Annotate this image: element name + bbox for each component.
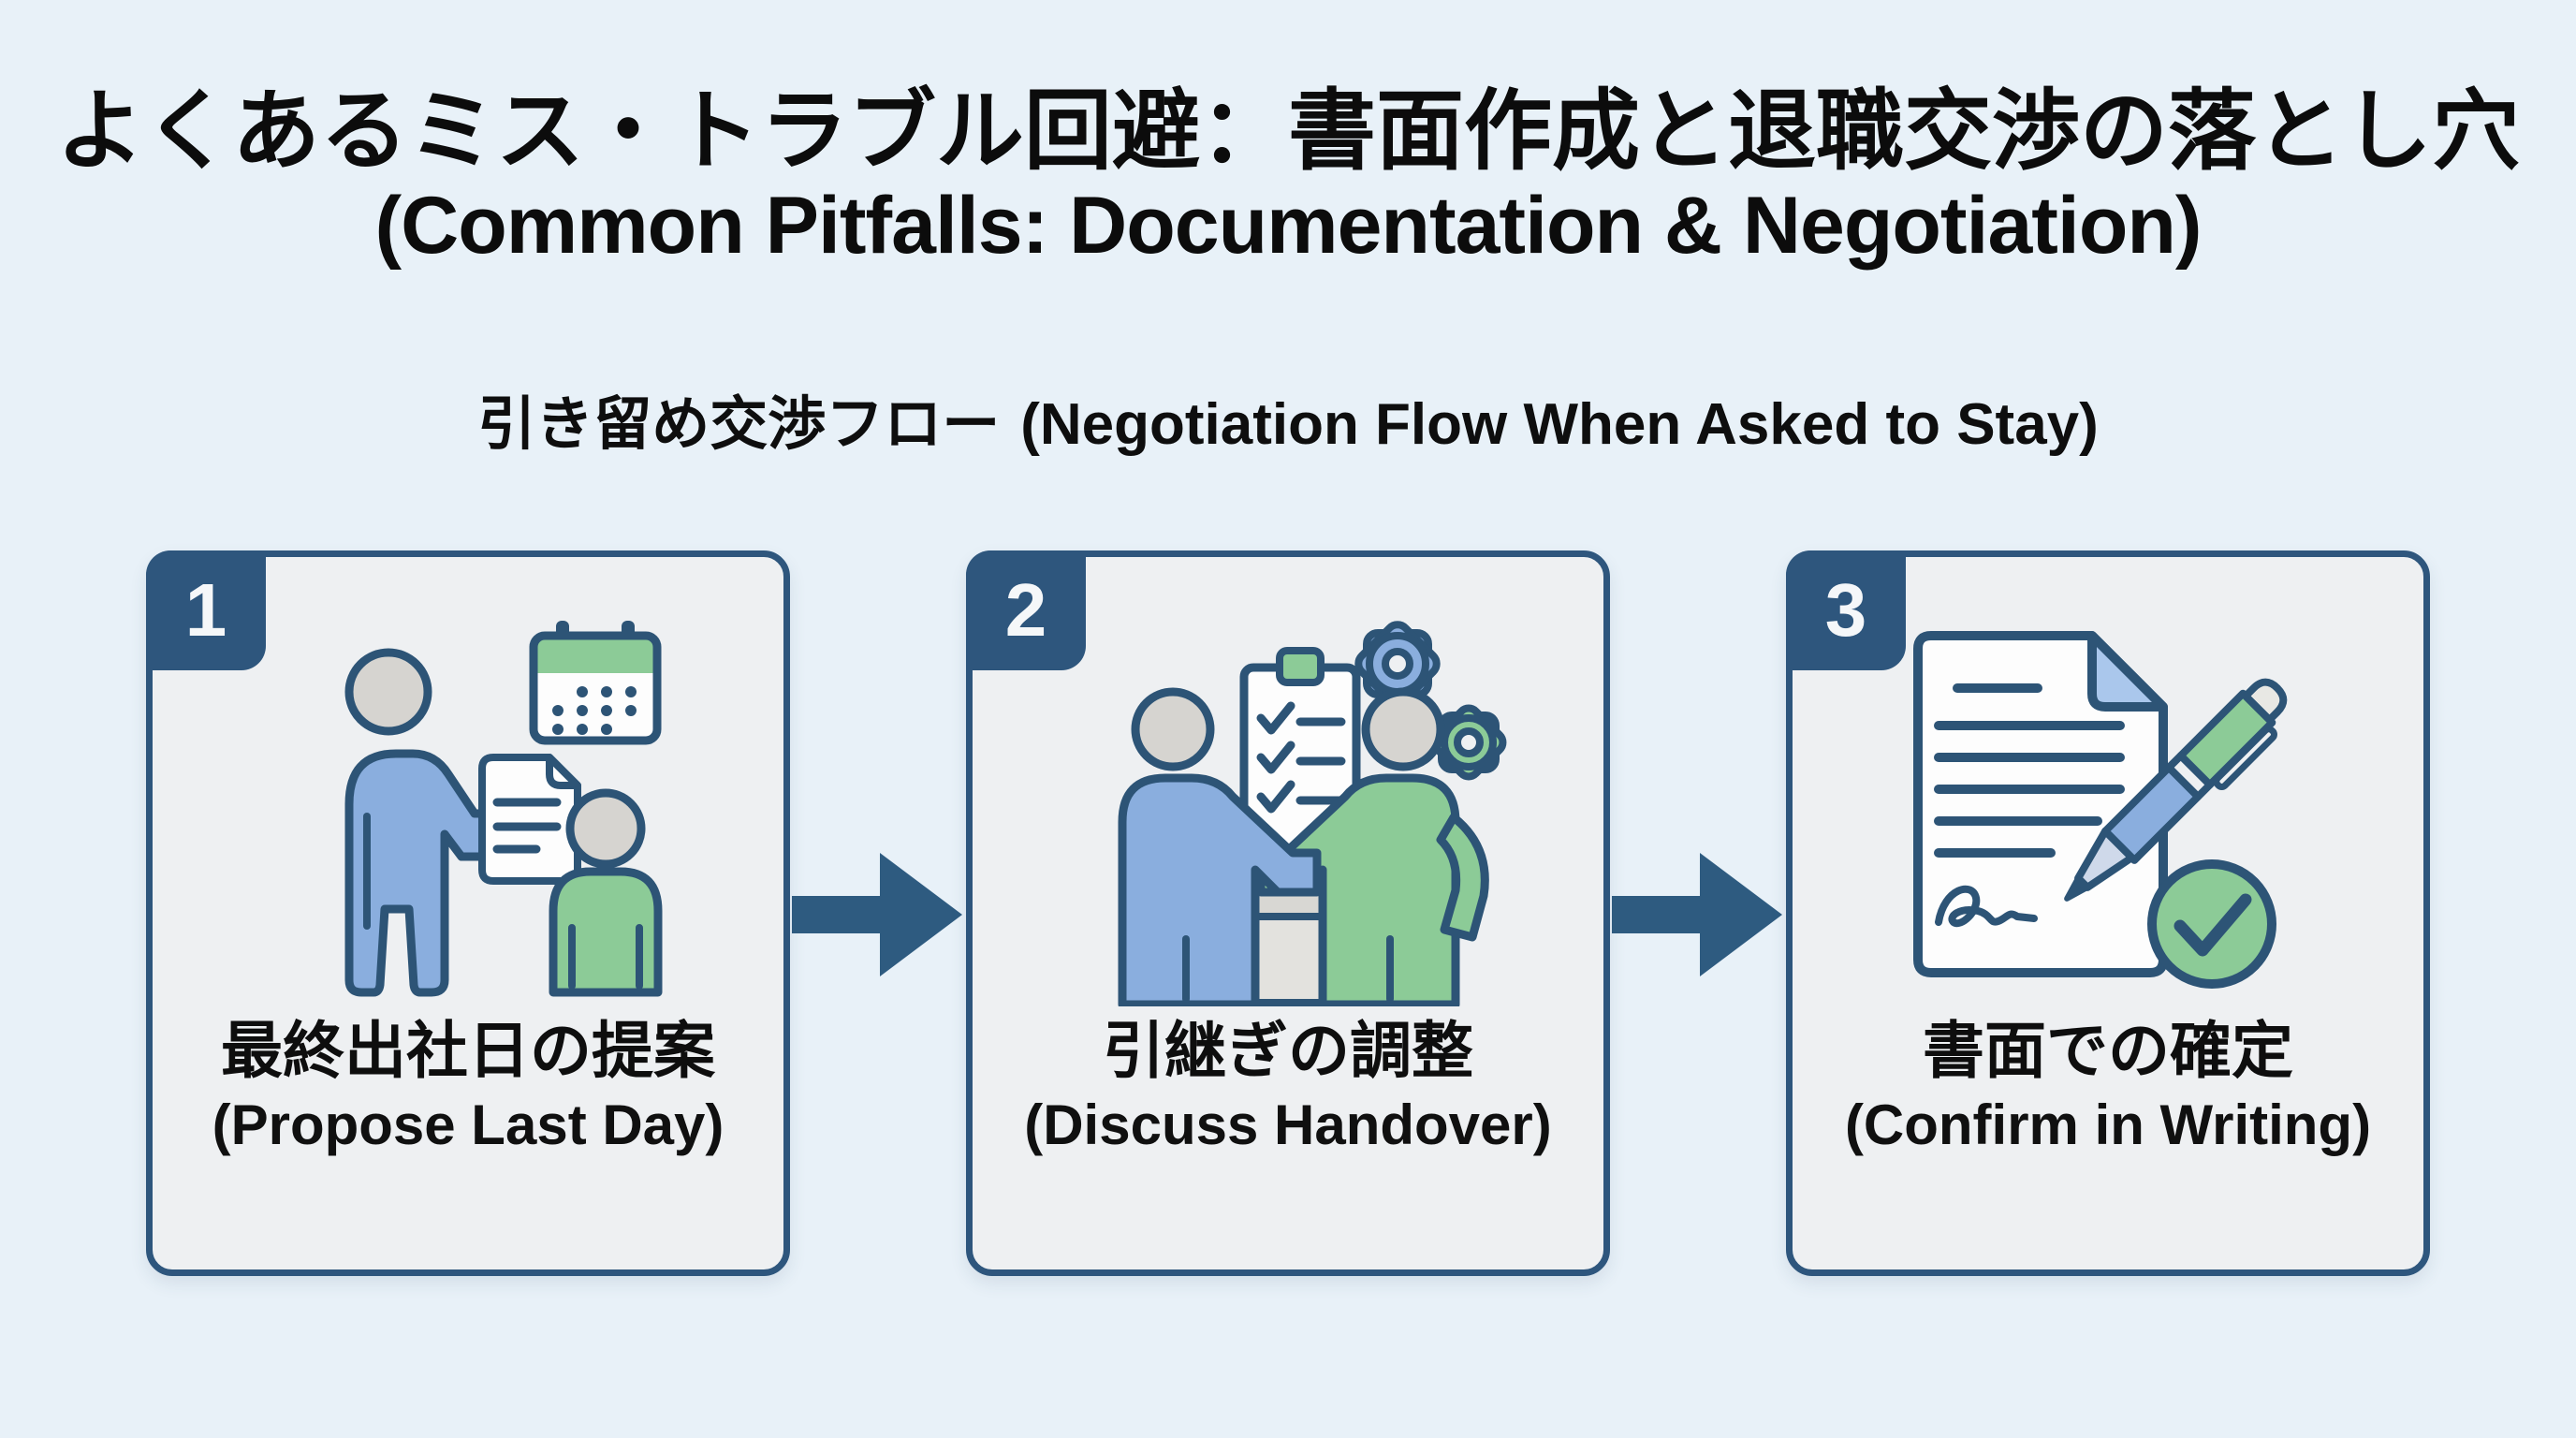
flow-subtitle: 引き留め交渉フロー (Negotiation Flow When Asked to… (0, 376, 2576, 461)
flow-subtitle-en: (Negotiation Flow When Asked to Stay) (1020, 392, 2099, 457)
blue-person-icon (344, 648, 526, 997)
step-1-label-jp: 最終出社日の提案 (221, 1016, 715, 1085)
pen-icon (2064, 678, 2288, 902)
arrow-head (1700, 853, 1782, 976)
calendar-icon (529, 621, 662, 745)
green-person-icon (549, 788, 663, 997)
arrow-shaft (792, 896, 882, 933)
step-1-label-en: (Propose Last Day) (212, 1093, 724, 1156)
check-circle-icon (2147, 859, 2276, 989)
green-person-icon (1256, 687, 1489, 1006)
step-card-1: 1 (146, 550, 790, 1276)
arrow-head (880, 853, 962, 976)
flow-subtitle-jp: 引き留め交渉フロー (477, 392, 1001, 457)
blue-person-icon (1118, 687, 1322, 1006)
gear-green-icon (1430, 704, 1507, 781)
step-card-3: 3 (1786, 550, 2430, 1276)
step-1-number-badge: 1 (146, 550, 266, 670)
step-3-label-jp: 書面での確定 (1923, 1016, 2293, 1085)
signed-document-pen-and-check-icon (1793, 604, 2423, 1012)
person-handing-document-with-calendar-icon (153, 604, 783, 1012)
checklist-clipboard-icon (1239, 647, 1361, 856)
step-card-2: 2 (966, 550, 1610, 1276)
step-3-number-badge: 3 (1786, 550, 1906, 670)
step-2-label-jp: 引継ぎの調整 (1103, 1016, 1473, 1085)
page-title: よくあるミス・トラブル回避：書面作成と退職交渉の落とし穴 (55, 81, 2520, 180)
page-title-english: (Common Pitfalls: Documentation & Negoti… (374, 181, 2202, 271)
step-3-label-en: (Confirm in Writing) (1844, 1093, 2372, 1156)
gear-blue-icon (1354, 621, 1441, 707)
flow-arrow-2 (1612, 853, 1782, 976)
signed-document-icon (1913, 631, 2168, 977)
handshake-over-table-with-checklist-and-gears-icon (973, 604, 1603, 1012)
arrow-shaft (1612, 896, 1702, 933)
step-2-number-badge: 2 (966, 550, 1086, 670)
document-icon (478, 754, 581, 885)
flow-arrow-1 (792, 853, 962, 976)
step-2-label-en: (Discuss Handover) (1024, 1093, 1552, 1156)
